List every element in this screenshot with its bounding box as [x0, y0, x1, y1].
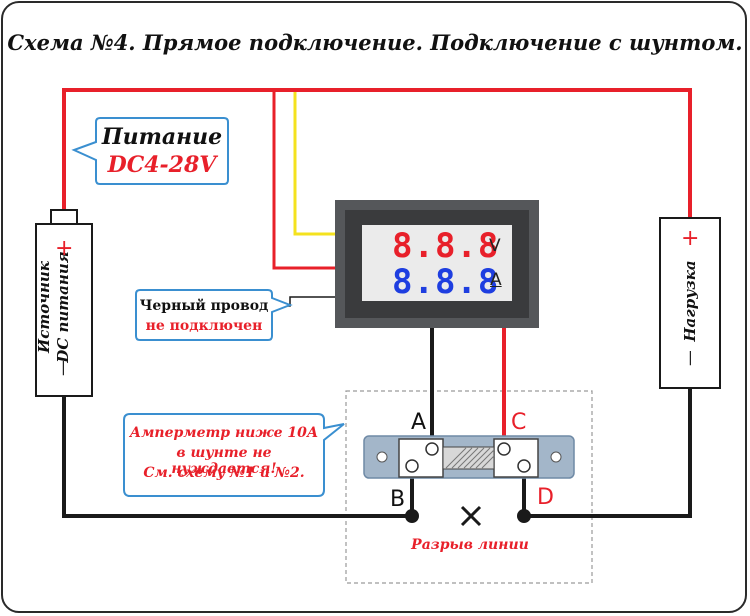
red-wire-meter-power: [272, 90, 336, 270]
terminal-screw-c: [497, 442, 511, 456]
load-minus: |: [688, 350, 693, 366]
terminal-screw-b: [405, 459, 419, 473]
black-return-right: [524, 388, 692, 518]
terminal-label-c: C: [511, 410, 527, 435]
shunt-hole-right: [550, 451, 562, 463]
ammeter-note-line3: См. схему №1 и №2.: [143, 465, 305, 481]
power-callout-line2: DC4-28V: [107, 152, 217, 178]
source-label-line2: DC питания: [54, 251, 72, 363]
terminal-screw-d: [517, 459, 531, 473]
load-box: [659, 217, 721, 389]
terminal-label-a: A: [411, 410, 427, 435]
source-cap: [50, 209, 78, 225]
black-return-left: [62, 396, 412, 518]
black-wire-callout-line2: не подключен: [145, 318, 263, 334]
node-d: [517, 509, 531, 523]
power-callout-line1: Питание: [101, 124, 223, 150]
black-wire-callout-line1: Черный провод: [139, 298, 269, 314]
source-minus: |: [61, 360, 66, 376]
meter-current-unit: A: [490, 270, 502, 290]
power-source: [35, 223, 93, 397]
meter-voltage-digits: 8.8.8: [392, 226, 500, 266]
black-wire-callout-bubble: [135, 289, 293, 341]
node-b: [405, 509, 419, 523]
shunt-hole-left: [376, 451, 388, 463]
shunt-block-right: [493, 438, 539, 478]
ammeter-note-line1: Амперметр ниже 10А: [129, 425, 319, 441]
ammeter-note-bubble: [123, 413, 345, 497]
shunt-area-outline: [345, 390, 593, 584]
terminal-screw-a: [425, 442, 439, 456]
meter-voltage-unit: V: [489, 236, 501, 256]
red-wire-top: [62, 88, 692, 218]
page-title: Схема №4. Прямое подключение. Подключени…: [7, 30, 743, 55]
shunt-resistor-hatch: [445, 447, 495, 469]
break-x-stroke-2: [460, 505, 482, 527]
power-callout-bubble: [71, 117, 229, 185]
source-plus: +: [55, 236, 74, 261]
load-plus: +: [681, 226, 700, 251]
meter-screen: [362, 225, 512, 301]
terminal-label-b: B: [390, 487, 406, 512]
ammeter-note-line2: в шунте не нуждается!: [171, 445, 277, 477]
break-label: Разрыв линии: [411, 537, 529, 553]
yellow-wire: [293, 92, 336, 236]
source-label-line1: Источник: [35, 261, 53, 353]
terminal-label-d: D: [537, 485, 554, 510]
meter-current-digits: 8.8.8: [392, 262, 500, 302]
load-label: Нагрузка: [681, 260, 699, 342]
